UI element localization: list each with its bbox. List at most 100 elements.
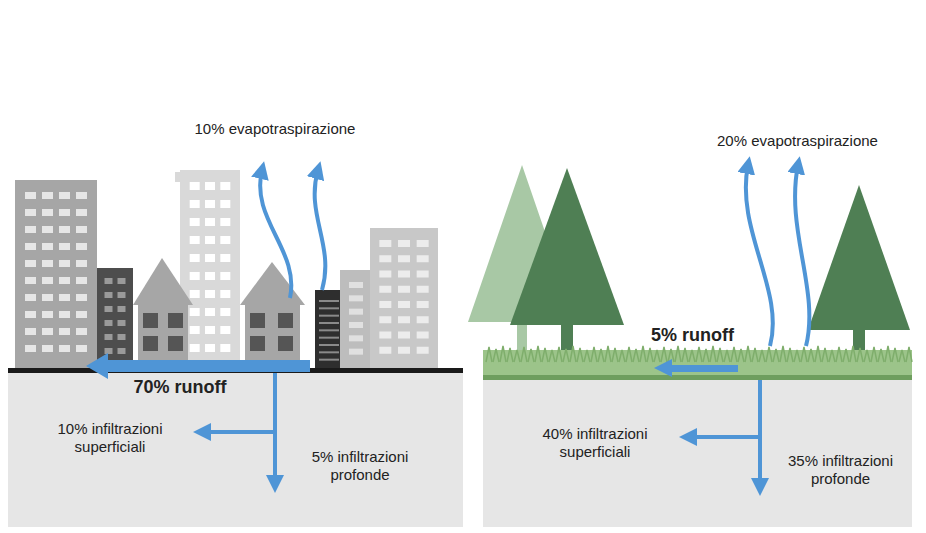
- grass-blade: [626, 347, 632, 362]
- window: [190, 290, 200, 298]
- window: [76, 260, 87, 267]
- grass-blade: [486, 347, 492, 362]
- window: [25, 345, 36, 352]
- window: [205, 254, 215, 262]
- building: [315, 290, 343, 370]
- house: [245, 305, 300, 360]
- grass-blade: [759, 350, 765, 362]
- window: [25, 311, 36, 318]
- window: [205, 200, 215, 208]
- window: [76, 294, 87, 301]
- flow-label: 5% infiltrazioni profonde: [290, 448, 430, 484]
- grass-blade: [864, 350, 870, 362]
- grass-blade: [843, 349, 849, 362]
- window: [118, 334, 126, 340]
- evaporation-arrow: [260, 170, 291, 298]
- window: [205, 218, 215, 226]
- soil: [483, 380, 912, 527]
- window: [42, 277, 53, 284]
- infiltration-arrow: [202, 430, 275, 434]
- flow-label: 10% evapotraspirazione: [180, 120, 370, 138]
- window: [417, 332, 429, 339]
- grass-blade: [689, 350, 695, 362]
- grass-blade: [521, 347, 527, 362]
- evaporation-arrow: [746, 165, 773, 346]
- grass-blade: [549, 350, 555, 362]
- window: [190, 236, 200, 244]
- window: [319, 359, 339, 361]
- grass-blade: [619, 350, 625, 362]
- window: [76, 192, 87, 199]
- window: [205, 290, 215, 298]
- window: [319, 322, 339, 324]
- window: [76, 328, 87, 335]
- window: [398, 271, 410, 278]
- window: [398, 240, 410, 247]
- window: [190, 200, 200, 208]
- runoff-arrow: [668, 365, 738, 372]
- grass-blade: [605, 346, 611, 362]
- house-roof: [240, 262, 305, 305]
- window: [25, 277, 36, 284]
- window: [105, 292, 113, 298]
- window: [205, 236, 215, 244]
- window: [105, 306, 113, 312]
- window: [42, 328, 53, 335]
- window: [42, 192, 53, 199]
- window: [220, 182, 230, 190]
- window: [42, 243, 53, 250]
- window: [417, 347, 429, 354]
- grass-blade: [507, 348, 513, 362]
- window: [379, 301, 391, 308]
- window: [319, 315, 339, 317]
- grass-blade: [738, 349, 744, 362]
- window: [349, 295, 363, 301]
- grass-blade: [822, 348, 828, 362]
- tree: [510, 168, 624, 325]
- tree: [808, 185, 910, 330]
- window: [398, 316, 410, 323]
- window: [59, 260, 70, 267]
- window: [349, 309, 363, 315]
- grass-blade: [752, 348, 758, 362]
- grass-blade: [885, 346, 891, 362]
- window: [220, 218, 230, 226]
- window: [319, 300, 339, 302]
- windows: [25, 182, 429, 361]
- window: [76, 243, 87, 250]
- grass-blade: [570, 346, 576, 362]
- flow-label: 20% evapotraspirazione: [690, 132, 905, 150]
- grass-blade: [794, 350, 800, 362]
- window: [42, 260, 53, 267]
- grass-blade: [878, 349, 884, 362]
- window: [398, 347, 410, 354]
- window: [379, 316, 391, 323]
- building: [97, 268, 133, 370]
- building-top: [175, 172, 183, 182]
- grass-blade: [892, 348, 898, 362]
- grass-blade: [703, 349, 709, 362]
- window: [76, 226, 87, 233]
- grass-blade: [696, 347, 702, 362]
- window: [143, 336, 158, 351]
- window: [220, 326, 230, 334]
- grass-blade: [836, 347, 842, 362]
- window: [250, 313, 265, 328]
- window: [118, 306, 126, 312]
- window: [349, 335, 363, 341]
- window: [278, 336, 293, 351]
- window: [25, 328, 36, 335]
- window: [190, 254, 200, 262]
- grass-blade: [612, 348, 618, 362]
- window: [319, 344, 339, 346]
- window: [190, 272, 200, 280]
- grass-blade: [829, 350, 835, 362]
- window: [205, 344, 215, 352]
- window: [42, 209, 53, 216]
- grass-blade: [584, 350, 590, 362]
- runoff-label: 5% runoff: [645, 326, 740, 344]
- grass-blade: [871, 347, 877, 362]
- grass-blade: [563, 349, 569, 362]
- grass-blade: [850, 346, 856, 362]
